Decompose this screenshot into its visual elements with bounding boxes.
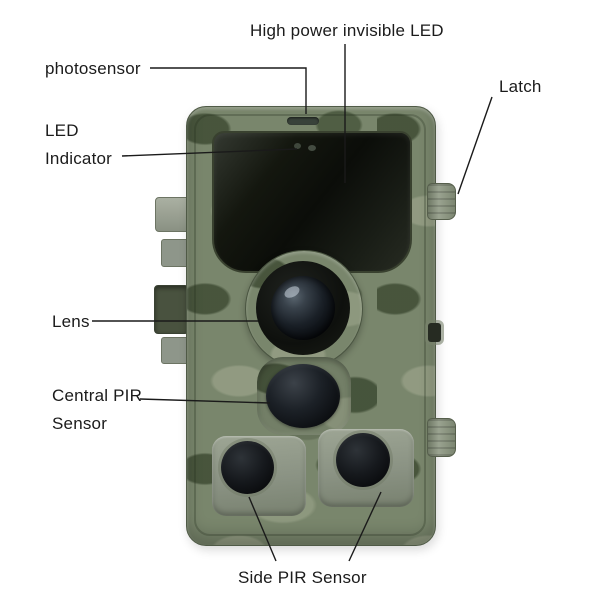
label-led-indicator-2: Indicator	[45, 149, 113, 168]
label-central-pir-2: Sensor	[52, 414, 108, 433]
strap-slot	[428, 323, 441, 342]
mount-bracket-slot	[154, 285, 189, 334]
side-pir-sensor-right	[336, 433, 390, 487]
photosensor	[287, 117, 319, 125]
latch-bottom	[427, 418, 456, 457]
led-indicator-dot	[294, 143, 301, 149]
mount-bracket-tab-mid	[161, 239, 190, 267]
label-central-pir-1: Central PIR	[52, 386, 143, 405]
central-pir-sensor	[266, 364, 340, 428]
lens	[271, 276, 335, 340]
latch-top	[427, 183, 456, 220]
side-pir-sensor-left	[221, 441, 274, 494]
led-indicator-dot	[308, 145, 316, 151]
label-led-indicator-1: LED	[45, 121, 79, 140]
label-high-power-led: High power invisible LED	[250, 21, 444, 40]
label-latch: Latch	[499, 77, 542, 96]
label-photosensor: photosensor	[45, 59, 141, 78]
label-lens: Lens	[52, 312, 90, 331]
label-side-pir: Side PIR Sensor	[238, 568, 367, 587]
mount-bracket-tab-top	[155, 197, 191, 232]
